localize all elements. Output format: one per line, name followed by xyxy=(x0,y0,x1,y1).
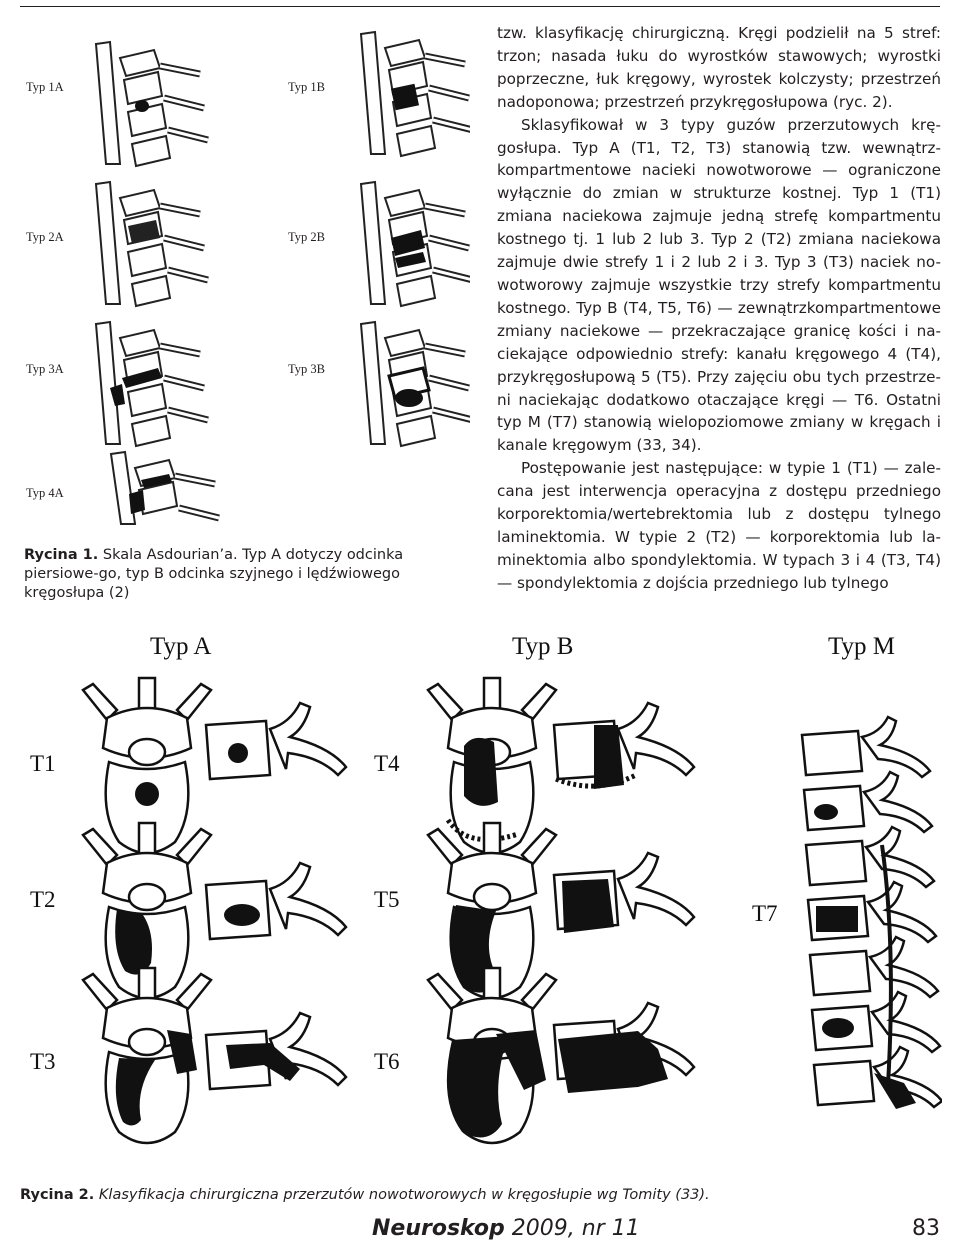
fig2-header-typ-b: Typ B xyxy=(512,633,573,661)
body-line: gosłupa. Typ A (T1, T2, T3) stanowią tzw… xyxy=(497,139,941,157)
figure-2-caption-label: Rycina 2. xyxy=(20,1187,94,1203)
journal-issue: 2009, nr 11 xyxy=(505,1216,640,1241)
fig2-label-t7: T7 xyxy=(752,901,778,927)
page-footer: Neuroskop 2009, nr 11 83 xyxy=(0,1216,960,1246)
body-text-column: tzw. klasyfikację chirurgiczną. Kręgi po… xyxy=(497,22,941,595)
body-line: minektomia albo spondylektomia. W typach… xyxy=(497,551,916,569)
body-line: tzw. klasyfikację chirurgiczną. Kręgi po… xyxy=(497,24,941,42)
figure-1-asdourian-scale: Typ 1A Typ 1B Typ 2A Typ 2B Typ 3A Typ 3… xyxy=(20,18,470,538)
fig2-header-typ-m: Typ M xyxy=(828,633,895,661)
page-number: 83 xyxy=(912,1216,940,1241)
body-line: typ M (T7) stanowią wielopoziomowe zmian… xyxy=(497,413,937,431)
fig1-label-typ-3a: Typ 3A xyxy=(26,362,64,377)
fig2-label-t2: T2 xyxy=(30,887,56,913)
body-line: wyłącznie do zmian w strukturze kostnej.… xyxy=(497,184,941,202)
fig1-label-typ-3b: Typ 3B xyxy=(288,362,325,377)
body-line: wotworowy zajmuje wszystkie trzy strefy … xyxy=(497,276,941,294)
fig2-label-t4: T4 xyxy=(374,751,400,777)
top-rule xyxy=(20,6,940,7)
figure-1-caption-label: Rycina 1. xyxy=(24,547,98,563)
body-line: kostnego tj. 1 lub 2 lub 3. Typ 2 (T2) z… xyxy=(497,230,941,248)
figure-2-caption-text: Klasyfikacja chirurgiczna przerzutów now… xyxy=(94,1187,709,1203)
body-line: korporektomia/wertebrektomia lub z dostę… xyxy=(497,505,941,523)
journal-name: Neuroskop xyxy=(372,1216,505,1241)
body-paragraph-3: Postępowanie jest następujące: w typie 1… xyxy=(497,457,941,594)
body-line: kompartmentowe nacieki nowotworowe — ogr… xyxy=(497,161,941,179)
body-line: przykręgosłupową 5 (T5). Przy zajęciu ob… xyxy=(497,368,941,386)
fig1-label-typ-4a: Typ 4A xyxy=(26,486,64,501)
figure-1-caption: Rycina 1. Skala Asdourian’a. Typ A dotyc… xyxy=(24,546,474,603)
body-line: laminektomia. W typie 2 (T2) — korporekt… xyxy=(497,528,941,546)
fig1-label-typ-1b: Typ 1B xyxy=(288,80,325,95)
body-paragraph-1: tzw. klasyfikację chirurgiczną. Kręgi po… xyxy=(497,22,941,114)
fig2-label-t5: T5 xyxy=(374,887,400,913)
figure-2-drawings xyxy=(22,625,942,1185)
body-paragraph-2: Sklasyfikował w 3 typy guzów przerzutowy… xyxy=(497,114,941,458)
body-line: zmiana naciekowa zajmuje jedną strefę ko… xyxy=(497,207,941,225)
body-line: nadoponowa; przestrzeń przykręgosłupowa … xyxy=(497,93,893,111)
fig2-label-t1: T1 xyxy=(30,751,56,777)
journal-citation: Neuroskop 2009, nr 11 xyxy=(372,1216,640,1241)
body-line: Sklasyfikował w 3 typy guzów przerzutowy… xyxy=(521,116,941,134)
body-line: zajmuje dwie strefy 1 i 2 lub 2 i 3. Typ… xyxy=(497,253,941,271)
figure-1-drawings xyxy=(20,18,470,538)
fig2-label-t6: T6 xyxy=(374,1049,400,1075)
figure-2-caption: Rycina 2. Klasyfikacja chirurgiczna prze… xyxy=(20,1187,710,1203)
fig1-label-typ-2b: Typ 2B xyxy=(288,230,325,245)
body-line: cana jest interwencja operacyjna z dostę… xyxy=(497,482,941,500)
body-line: poprzeczne, łuk kręgowy, wyrostek kolczy… xyxy=(497,70,941,88)
body-line: trzon; nasada łuku do wyrostków stawowyc… xyxy=(497,47,941,65)
fig2-header-typ-a: Typ A xyxy=(150,633,211,661)
body-line: ni naciekając dodatkowo otaczające kręgi… xyxy=(497,391,941,409)
body-line: ciekające odpowiednio strefy: kanału krę… xyxy=(497,345,941,363)
fig2-label-t3: T3 xyxy=(30,1049,56,1075)
body-line: Postępowanie jest następujące: w typie 1… xyxy=(521,459,941,477)
body-line: kostnego. Typ B (T4, T5, T6) — zewnątrzk… xyxy=(497,299,941,317)
figure-2-tomita-classification: Typ A Typ B Typ M T1 T2 T3 T4 T5 T6 T7 xyxy=(22,625,942,1185)
fig1-label-typ-2a: Typ 2A xyxy=(26,230,64,245)
fig1-label-typ-1a: Typ 1A xyxy=(26,80,64,95)
body-line: zmiany naciekowe — przekraczające granic… xyxy=(497,322,941,340)
